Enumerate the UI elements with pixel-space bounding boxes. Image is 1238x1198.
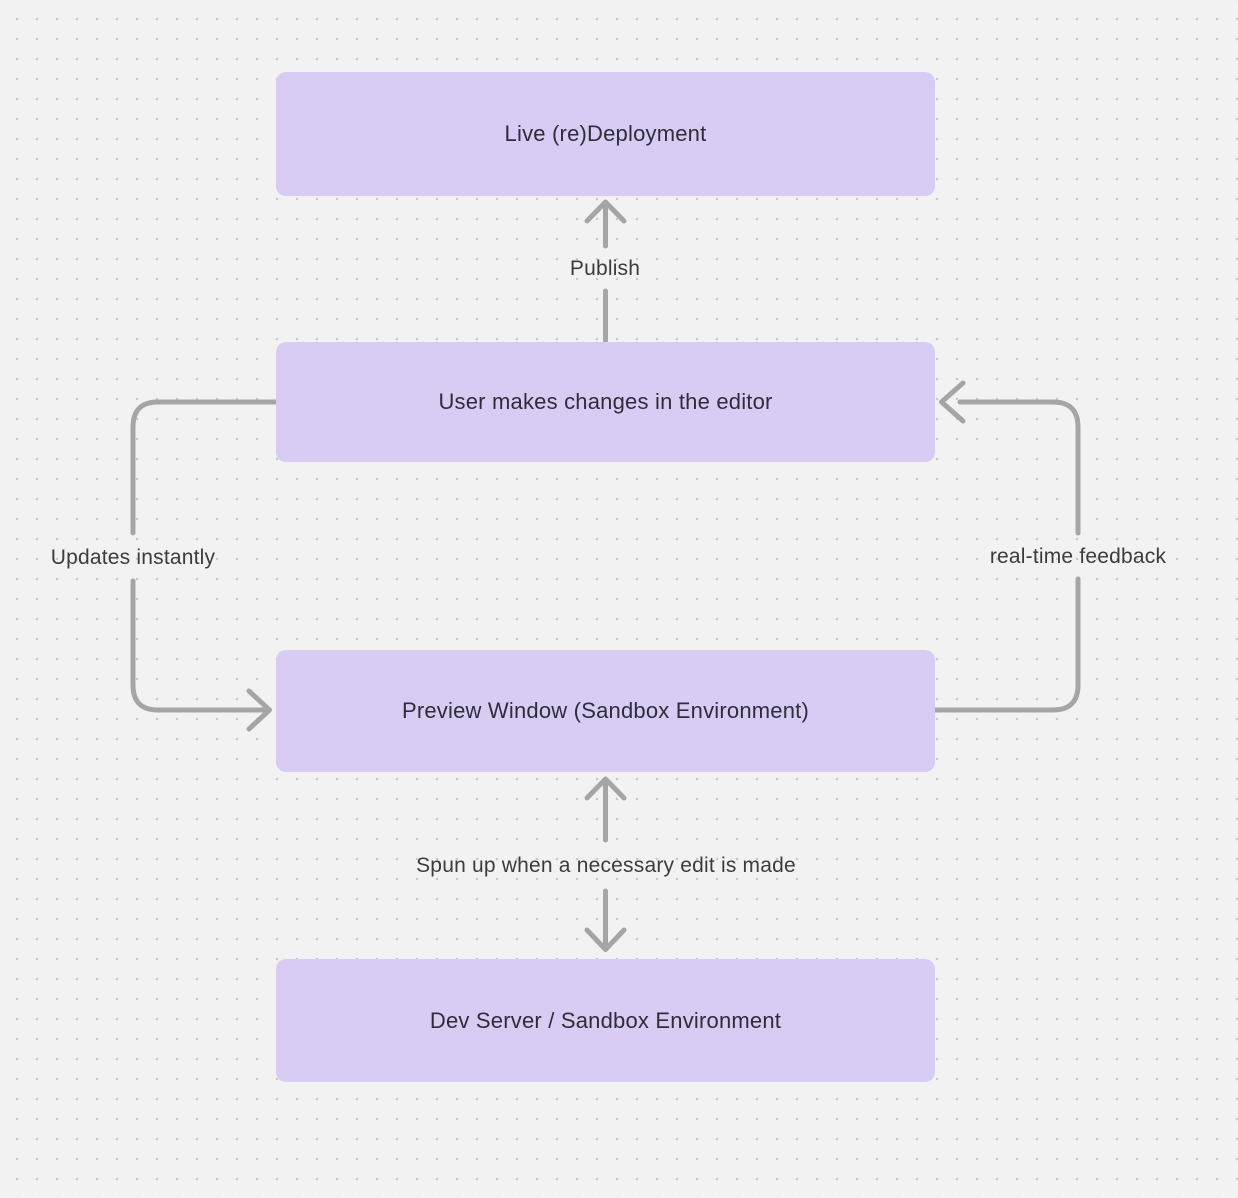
arrowhead-left-icon <box>939 380 966 424</box>
node-live-deployment: Live (re)Deployment <box>276 72 935 196</box>
edge-updates-upper <box>130 399 279 536</box>
edge-label-realtime-feedback: real-time feedback <box>989 545 1167 568</box>
edge-feedback-lower <box>932 576 1081 713</box>
edge-label-spun-up: Spun up when a necessary edit is made <box>416 854 796 877</box>
edge-label-updates-instantly: Updates instantly <box>50 546 216 569</box>
arrowhead-down-icon <box>584 927 627 952</box>
edge-updates-lower <box>130 578 267 713</box>
arrowhead-up-icon <box>584 199 627 224</box>
edge-label-publish: Publish <box>569 257 641 280</box>
arrowhead-right-icon <box>246 688 272 732</box>
node-preview-window: Preview Window (Sandbox Environment) <box>276 650 935 772</box>
arrowhead-up-icon <box>584 776 627 801</box>
edge-feedback-upper <box>957 399 1081 536</box>
node-user-editor: User makes changes in the editor <box>276 342 935 462</box>
node-dev-server: Dev Server / Sandbox Environment <box>276 959 935 1082</box>
